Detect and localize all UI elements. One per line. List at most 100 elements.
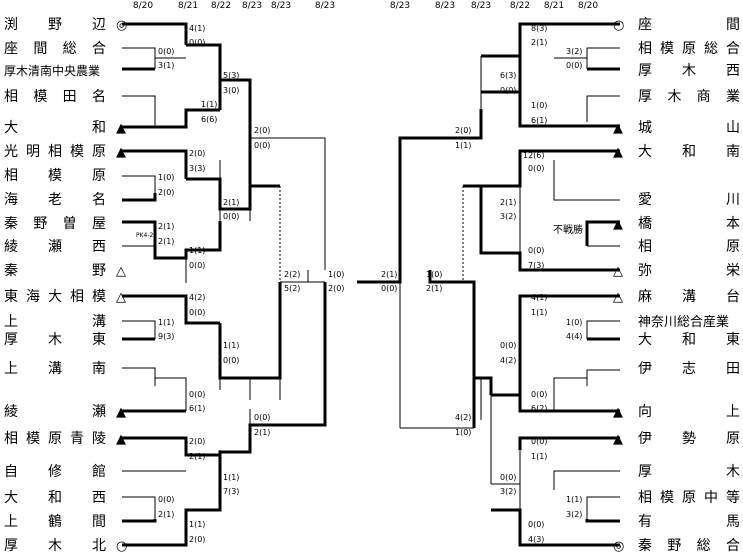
match-score: 1(0) — [531, 101, 547, 110]
team-name: 伊勢原 — [638, 431, 740, 447]
match-score: 6(1) — [189, 404, 205, 413]
match-score: 0(0) — [223, 212, 239, 221]
match-score: 6(1) — [531, 116, 547, 125]
match-score: 2(1) — [426, 284, 442, 293]
round-date: 8/20 — [133, 1, 153, 11]
match-score: 3(0) — [223, 86, 239, 95]
team-name: 神奈川総合産業 — [638, 314, 729, 330]
team-name: 向上 — [638, 404, 740, 420]
match-score: 4(2) — [455, 413, 471, 422]
match-score: 2(1) — [381, 270, 397, 279]
seed-mark: ◎ — [613, 539, 624, 554]
match-score: 1(1) — [158, 318, 174, 327]
match-score: 1(0) — [426, 270, 442, 279]
match-score: 2(1) — [158, 510, 174, 519]
match-score: 0(0) — [223, 356, 239, 365]
match-score: 2(1) — [500, 198, 516, 207]
teams-left: 渕野辺 ◎ 座間総合 厚木清南中央農業 相模田名 大和 ▲ 光明相模原 ▲ 相模… — [4, 17, 127, 554]
team-name: 綾瀬 — [4, 404, 106, 420]
match-score: 12(6) — [523, 151, 545, 160]
round-date: 8/23 — [271, 1, 291, 11]
match-score: 2(1) — [254, 428, 270, 437]
seed-mark: △ — [613, 264, 623, 279]
match-score: 1(1) — [531, 452, 547, 461]
match-score: 0(0) — [158, 495, 174, 504]
seed-mark: △ — [116, 264, 126, 279]
teams-right: ○ 座間 相模原総合 厚木西 厚木商業 ▲ 城山 ▲ 大和南 愛川 ▲ 橋本 相… — [613, 17, 740, 554]
match-score: 2(1) — [223, 198, 239, 207]
match-score: 1(1) — [566, 495, 582, 504]
team-name: 厚木 — [638, 464, 740, 480]
match-score: 0(0) — [566, 61, 582, 70]
team-name: 相模原青陵 — [4, 431, 106, 447]
match-score: 5(3) — [223, 71, 239, 80]
match-score: 2(1) — [189, 452, 205, 461]
team-name: 相模原中等 — [638, 489, 740, 506]
match-score: 4(2) — [500, 356, 516, 365]
match-score: 0(0) — [158, 47, 174, 56]
round-date: 8/23 — [390, 1, 410, 11]
match-score: 6(3) — [500, 71, 516, 80]
match-score: 9(3) — [158, 332, 174, 341]
match-score: 4(1) — [531, 293, 547, 302]
match-score: 1(1) — [455, 141, 471, 150]
team-name: 東海大相模 — [4, 289, 106, 305]
match-score: 4(2) — [189, 293, 205, 302]
team-name: 秦野 — [4, 263, 106, 279]
match-score: 0(0) — [500, 86, 516, 95]
match-score: 7(3) — [223, 487, 239, 496]
match-score: 0(0) — [189, 390, 205, 399]
match-score: 2(0) — [328, 284, 344, 293]
seed-mark: ▲ — [116, 432, 126, 447]
team-name: 伊志田 — [638, 361, 740, 377]
seed-mark: ▲ — [613, 145, 623, 160]
match-score: 2(1) — [158, 222, 174, 231]
match-score: 0(0) — [500, 473, 516, 482]
match-score: 4(3) — [528, 535, 544, 544]
match-score: 6(6) — [201, 115, 217, 124]
team-name: 大和南 — [638, 144, 740, 160]
pk-note: PK4-2 — [136, 232, 154, 239]
match-score: 4(1) — [189, 24, 205, 33]
bracket-lines-winner — [122, 22, 620, 547]
round-date: 8/22 — [510, 1, 530, 11]
team-name: 秦野総合 — [638, 538, 740, 554]
match-score: 1(1) — [223, 341, 239, 350]
match-score: 1(1) — [201, 100, 217, 109]
match-score: 0(0) — [189, 261, 205, 270]
match-score: 3(2) — [500, 487, 516, 496]
match-score: 2(0) — [189, 535, 205, 544]
team-name: 城山 — [638, 120, 740, 136]
seed-mark: ◎ — [116, 18, 127, 33]
match-score: 0(0) — [528, 520, 544, 529]
match-score: 3(3) — [189, 164, 205, 173]
match-score: 0(0) — [254, 141, 270, 150]
match-score: 0(0) — [381, 284, 397, 293]
match-score: 3(2) — [500, 212, 516, 221]
match-score: 1(0) — [455, 428, 471, 437]
match-score: 0(0) — [189, 308, 205, 317]
team-name: 厚木北 — [4, 538, 106, 554]
team-name: 座間 — [638, 17, 740, 33]
round-date: 8/23 — [471, 1, 491, 11]
match-score: 2(0) — [254, 126, 270, 135]
match-score: 2(0) — [158, 188, 174, 197]
round-date: 8/20 — [578, 1, 598, 11]
team-name: 上鶴間 — [4, 513, 106, 530]
team-name: 光明相模原 — [4, 144, 106, 160]
team-name: 綾瀬西 — [4, 239, 106, 255]
match-score: 3(1) — [158, 61, 174, 70]
seed-mark: ▲ — [116, 121, 126, 136]
team-name: 渕野辺 — [4, 17, 106, 33]
match-score: 2(1) — [531, 38, 547, 47]
round-dates: 8/20 8/21 8/22 8/23 8/23 8/23 8/23 8/23 … — [133, 1, 598, 11]
round-date: 8/23 — [435, 1, 455, 11]
match-score: 4(4) — [566, 332, 582, 341]
team-name: 大和西 — [4, 490, 106, 506]
team-name: 厚木商業 — [638, 89, 740, 105]
match-score: 8(3) — [531, 24, 547, 33]
match-score: 0(0) — [500, 341, 516, 350]
seed-mark: ▲ — [613, 432, 623, 447]
round-date: 8/21 — [178, 1, 198, 11]
